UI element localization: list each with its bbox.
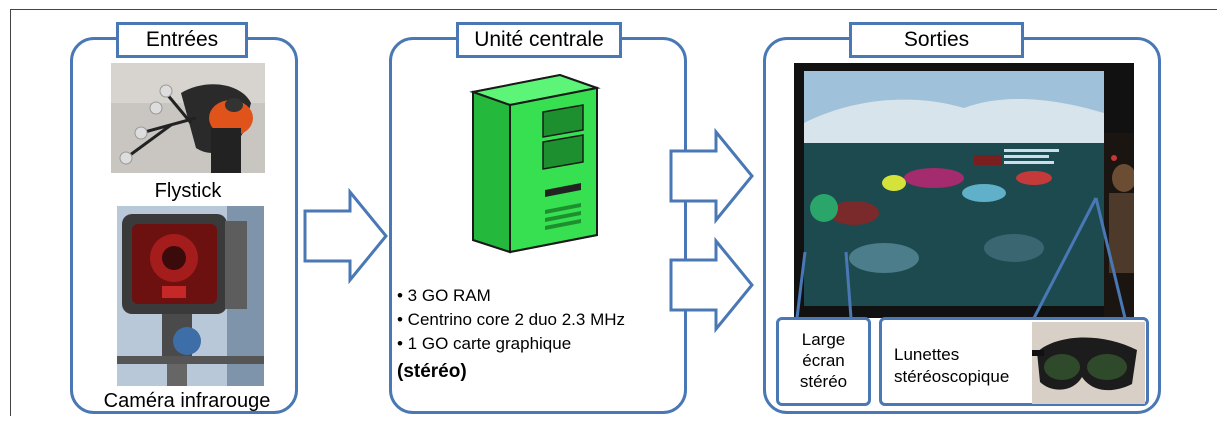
glasses-label-line-2: stéréoscopique <box>894 367 1010 386</box>
figure-frame <box>10 9 1217 416</box>
infrared-camera-photo <box>117 206 264 386</box>
computer-tower-icon <box>465 70 605 255</box>
screen-callout-line-left <box>795 251 807 319</box>
arrow-inputs-to-cpu <box>303 187 388 285</box>
spec-graphics: • 1 GO carte graphique <box>397 334 572 353</box>
glasses-label-box: Lunettes stéréoscopique <box>879 317 1149 406</box>
spec-processor: • Centrino core 2 duo 2.3 MHz <box>397 310 626 329</box>
arrow-cpu-to-outputs-top <box>669 127 754 225</box>
screen-label-line-2: écran <box>802 351 845 370</box>
cpu-specs: • 3 GO RAM • Centrino core 2 duo 2.3 MHz… <box>397 284 682 384</box>
camera-caption: Caméra infrarouge <box>103 390 271 412</box>
stereo-glasses-photo <box>1032 322 1145 404</box>
screen-callout-line-right <box>844 251 853 319</box>
cpu-title: Unité centrale <box>456 22 622 58</box>
glasses-label-line-1: Lunettes <box>894 345 960 364</box>
screen-label-line-3: stéréo <box>799 372 848 391</box>
screen-label-box: Large écran stéréo <box>776 317 871 406</box>
arrow-cpu-to-outputs-bottom <box>669 236 754 334</box>
screen-label-line-1: Large <box>801 330 846 349</box>
flystick-caption: Flystick <box>154 180 222 202</box>
inputs-title: Entrées <box>116 22 248 58</box>
glasses-callout-line-left <box>1032 197 1098 319</box>
stereo-screen-photo <box>794 63 1134 318</box>
glasses-callout-line-right <box>1094 197 1127 319</box>
outputs-title: Sorties <box>849 22 1024 58</box>
spec-ram: • 3 GO RAM <box>397 286 491 305</box>
flystick-photo <box>111 63 265 173</box>
spec-stereo: (stéréo) <box>397 361 467 382</box>
